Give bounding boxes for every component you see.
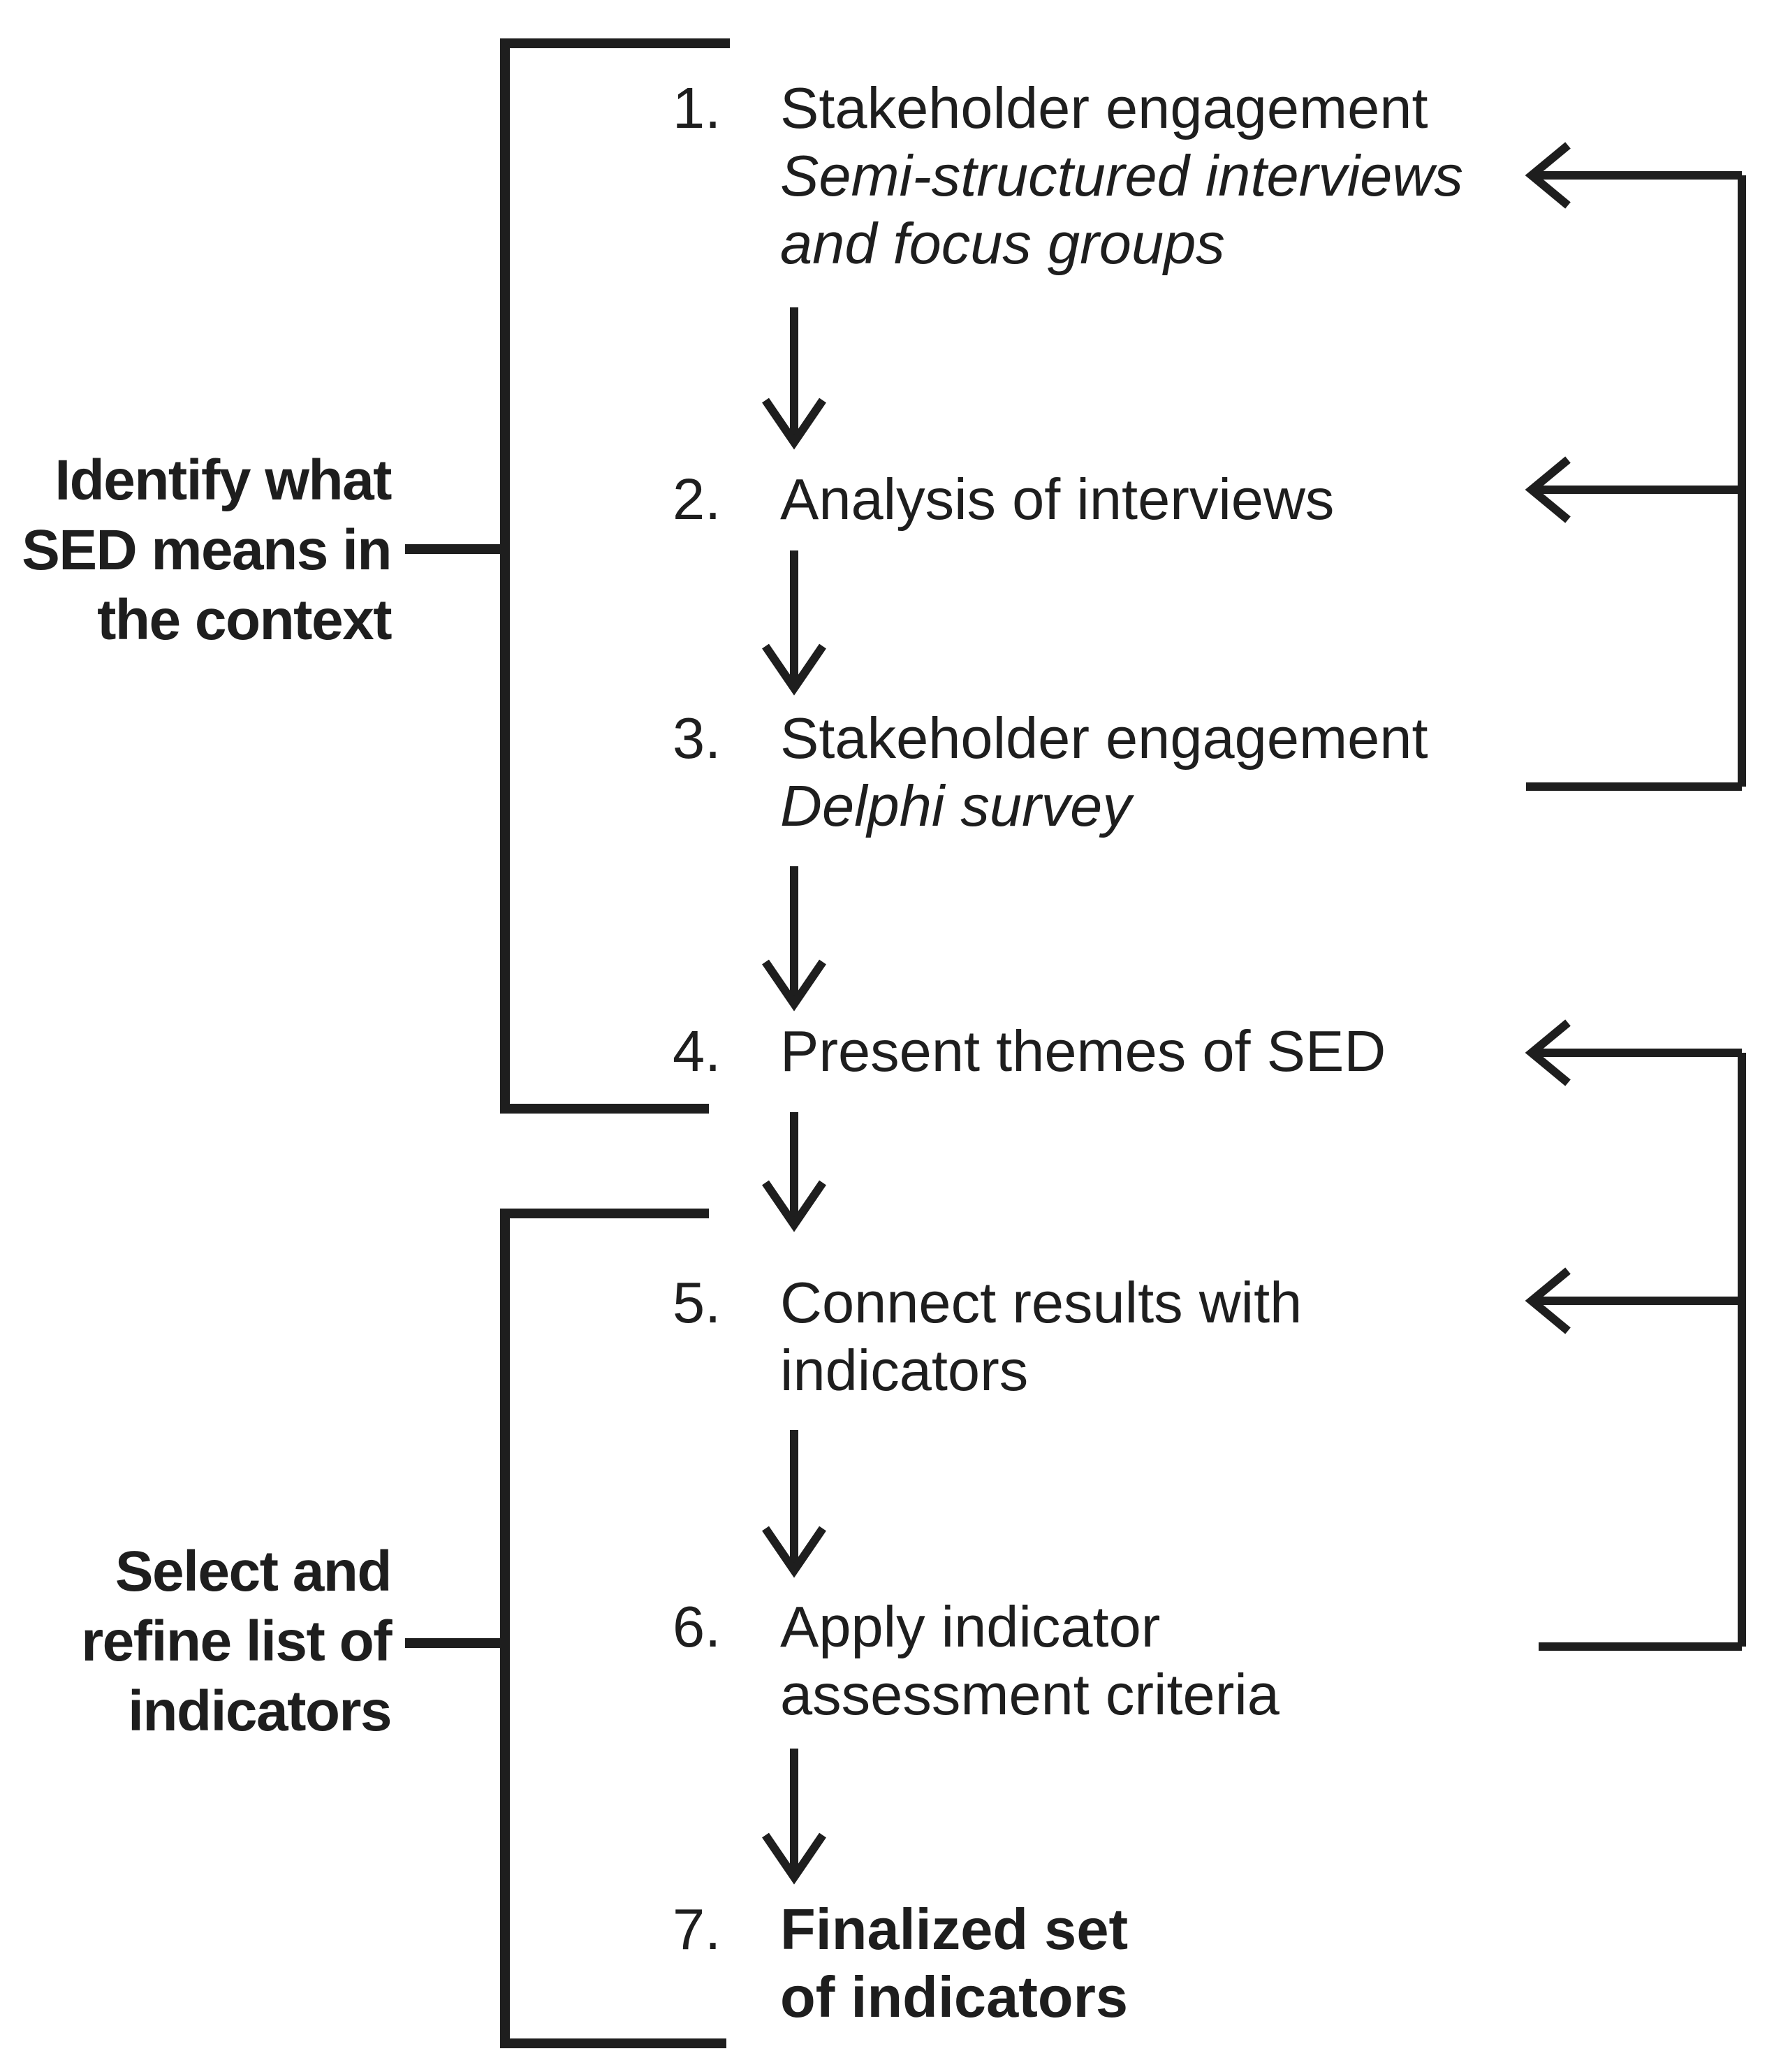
arrow-down-step3-to-step4 [762,866,826,1012]
feedback-loop-step6-to-steps4-5 [1525,1019,1746,1651]
phase-label-line: Identify what [54,448,392,512]
step-7: 7. Finalized set of indicators [673,1895,1128,2031]
bracket-select-phase [405,1209,726,2048]
step-5: 5. Connect results with indicators [673,1269,1302,1404]
step-7-title-line2: of indicators [780,1964,1129,2029]
arrow-left-into-step2 [1525,456,1742,523]
step-1-method-line: Semi-structured interviews [780,143,1463,208]
step-3-title: Stakeholder engagement [780,706,1428,771]
arrow-left-into-step4 [1525,1019,1742,1086]
step-3-method-line: Delphi survey [780,773,1131,838]
arrow-down-step4-to-step5 [762,1112,826,1232]
arrow-left-into-step1 [1525,142,1742,209]
step-1-number: 1. [673,75,721,140]
step-5-title-line2: indicators [780,1338,1029,1403]
step-7-number: 7. [673,1897,721,1962]
step-5-number: 5. [673,1270,721,1335]
step-1-method-line: and focus groups [780,211,1225,276]
step-4: 4. Present themes of SED [673,1017,1386,1085]
step-6-number: 6. [673,1594,721,1659]
phase-label-line: Select and [115,1540,393,1603]
step-6-title-line2: assessment criteria [780,1662,1280,1727]
arrow-down-step1-to-step2 [762,307,826,450]
phase-label-line: indicators [128,1679,392,1743]
arrow-down-step6-to-step7 [762,1749,826,1885]
arrow-down-step5-to-step6 [762,1430,826,1578]
step-3-number: 3. [673,706,721,771]
step-2-number: 2. [673,467,721,532]
step-5-title: Connect results with [780,1270,1303,1335]
phase-label-line: SED means in [22,518,392,582]
step-1: 1. Stakeholder engagement Semi-structure… [673,74,1463,277]
bracket-identify-phase [405,38,730,1114]
arrow-down-step2-to-step3 [762,550,826,696]
step-4-title: Present themes of SED [780,1019,1386,1084]
arrow-left-into-step5 [1525,1267,1742,1334]
step-6-title: Apply indicator [780,1594,1161,1659]
step-7-title: Finalized set [780,1897,1129,1962]
step-2-title: Analysis of interviews [780,467,1335,532]
phase-label-select: Select and refine list of indicators [0,1537,393,1746]
feedback-loop-step3-to-steps1-2 [1525,142,1746,791]
step-2: 2. Analysis of interviews [673,465,1334,533]
step-4-number: 4. [673,1019,721,1084]
step-3: 3. Stakeholder engagement Delphi survey [673,704,1428,840]
phase-label-identify: Identify what SED means in the context [0,446,392,655]
phase-label-line: the context [97,588,392,652]
step-6: 6. Apply indicator assessment criteria [673,1593,1280,1728]
phase-label-line: refine list of [81,1610,392,1673]
step-1-title: Stakeholder engagement [780,75,1428,140]
